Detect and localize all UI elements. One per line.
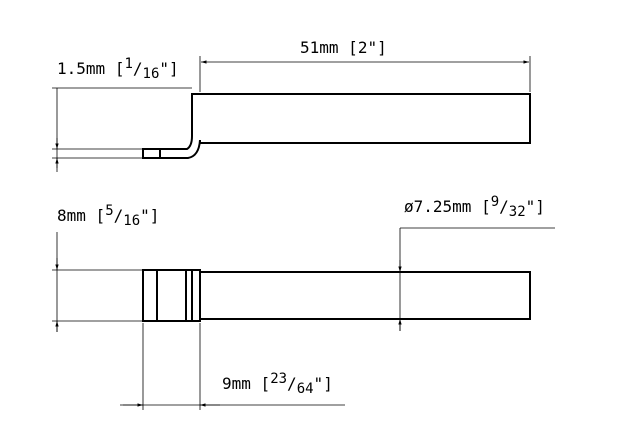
tab-thickness-label: 1.5mm [1/16"] [57,56,179,82]
length-label: 51mm [2"] [300,38,387,57]
side-view [142,93,531,159]
length-dimension: 51mm [2"] [199,38,531,92]
head-block [142,269,201,322]
head-height-label: 8mm [5/16"] [57,203,159,229]
head-width-dimension: 9mm [23/64"] [120,323,345,410]
side-view-outline [142,93,531,159]
shaft-diameter-dimension: ø7.25mm [9/32"] [398,194,555,331]
shaft-diameter-label: ø7.25mm [9/32"] [404,194,545,220]
tab-thickness-dimension: 1.5mm [1/16"] [52,56,192,172]
head-height-dimension: 8mm [5/16"] [52,203,159,332]
head-width-label: 9mm [23/64"] [222,371,333,397]
shaft [200,271,531,320]
top-view [142,269,531,322]
